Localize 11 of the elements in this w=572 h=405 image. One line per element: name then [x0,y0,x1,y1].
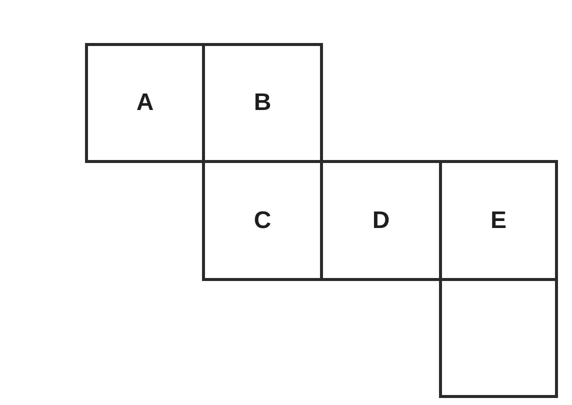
face-letter: B [254,91,272,115]
net-square [202,160,323,281]
net-square [85,43,205,163]
face-letter: D [372,208,390,232]
net-square [202,43,323,163]
face-letter: E [490,208,506,232]
face-letter: A [136,91,154,115]
net-square [320,160,442,281]
face-letter: C [254,208,272,232]
net-square [439,278,558,398]
net-square [439,160,558,281]
